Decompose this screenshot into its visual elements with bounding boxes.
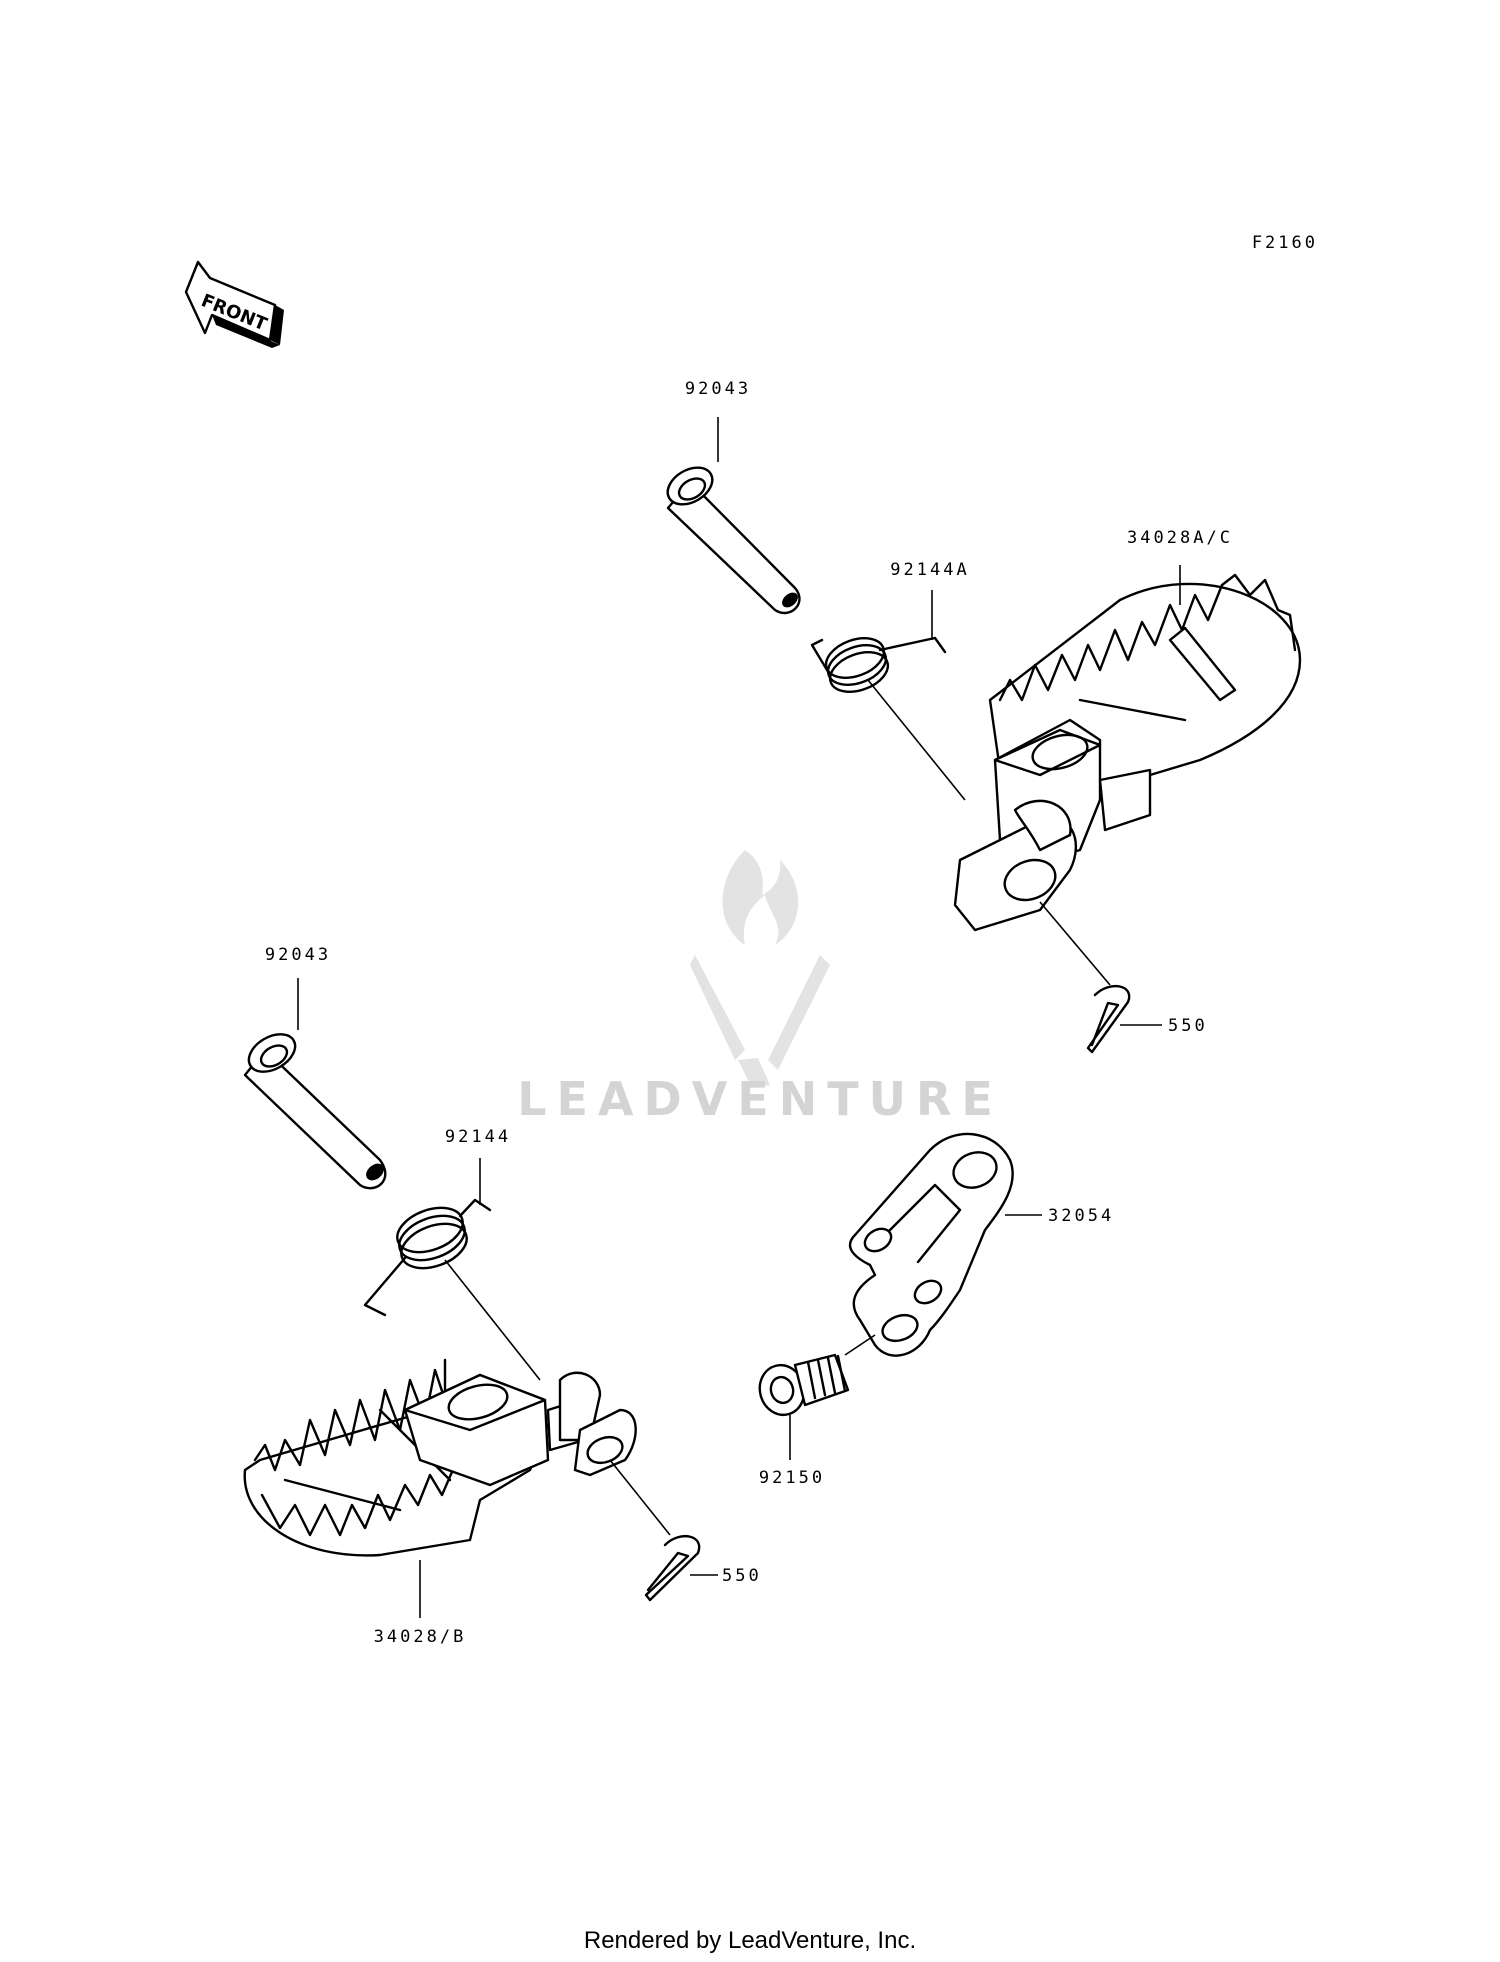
label-bracket: 32054 bbox=[1048, 1206, 1114, 1226]
footer-credit: Rendered by LeadVenture, Inc. bbox=[584, 1927, 916, 1954]
label-spring-right: 92144A bbox=[890, 560, 969, 580]
flame-v-logo bbox=[690, 850, 830, 1088]
label-cotter-pin-left: 550 bbox=[722, 1566, 762, 1586]
diagram-code: F2160 bbox=[1252, 233, 1318, 253]
spring-right bbox=[810, 636, 947, 693]
front-arrow-icon: FRONT bbox=[184, 260, 284, 348]
bolt bbox=[758, 1353, 850, 1417]
pin-left bbox=[243, 1033, 387, 1190]
footpeg-left bbox=[243, 1358, 637, 1557]
bracket bbox=[848, 1132, 1014, 1357]
label-pin-left: 92043 bbox=[265, 945, 331, 965]
footpeg-right bbox=[953, 573, 1302, 932]
label-pin-right: 92043 bbox=[685, 379, 751, 399]
watermark-brand: LEADVENTURE bbox=[517, 1072, 1003, 1126]
label-footpeg-left: 34028/B bbox=[374, 1627, 467, 1647]
spring-left bbox=[363, 1198, 492, 1317]
label-spring-left: 92144 bbox=[445, 1127, 511, 1147]
watermark: LEADVENTURE bbox=[517, 850, 1003, 1126]
label-cotter-pin-right: 550 bbox=[1168, 1016, 1208, 1036]
label-footpeg-right: 34028A/C bbox=[1127, 528, 1233, 548]
label-bolt: 92150 bbox=[759, 1468, 825, 1488]
pin-right bbox=[666, 466, 801, 615]
cotter-pin-left bbox=[644, 1535, 701, 1602]
cotter-pin-right bbox=[1086, 984, 1131, 1054]
